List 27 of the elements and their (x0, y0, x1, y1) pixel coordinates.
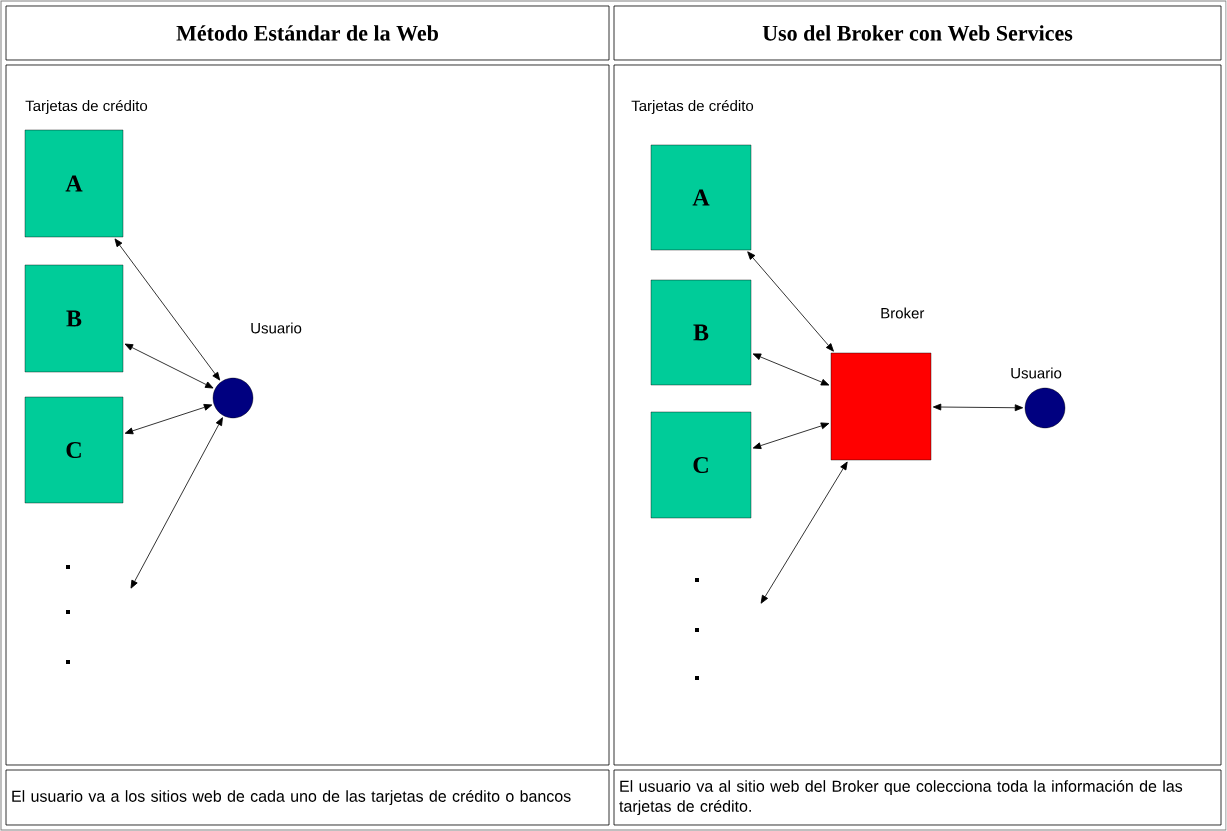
arrow (932, 403, 1024, 412)
user-circle (1024, 387, 1066, 429)
arrow (114, 238, 221, 381)
card-box: B (650, 279, 752, 386)
arrow (124, 343, 214, 389)
arrow (130, 417, 223, 589)
arrow (124, 404, 213, 435)
broker-box (830, 352, 932, 461)
header-cell: Uso del Broker con Web Services (613, 5, 1222, 61)
caption-cell: El usuario va al sitio web del Broker que colecciona toda la información de las tarjetas de crédito. (613, 769, 1222, 826)
arrow (752, 422, 830, 449)
node-label: Usuario (251, 322, 302, 334)
card-box: C (650, 411, 752, 519)
arrow (752, 353, 830, 386)
card-box: A (650, 144, 752, 251)
card-box: A (24, 129, 124, 238)
arrow (747, 251, 834, 352)
node-label: Usuario (1011, 367, 1062, 379)
arrow (760, 461, 848, 604)
header-cell: Método Estándar de la Web (5, 5, 610, 61)
caption-cell: El usuario va a los sitios web de cada uno de las tarjetas de crédito o bancos (5, 769, 610, 826)
node-label: Broker (881, 307, 925, 319)
group-label: Tarjetas de crédito (25, 99, 148, 115)
card-box: B (24, 264, 124, 373)
card-box: C (24, 396, 124, 504)
group-label: Tarjetas de crédito (631, 99, 754, 115)
user-circle (212, 377, 254, 419)
